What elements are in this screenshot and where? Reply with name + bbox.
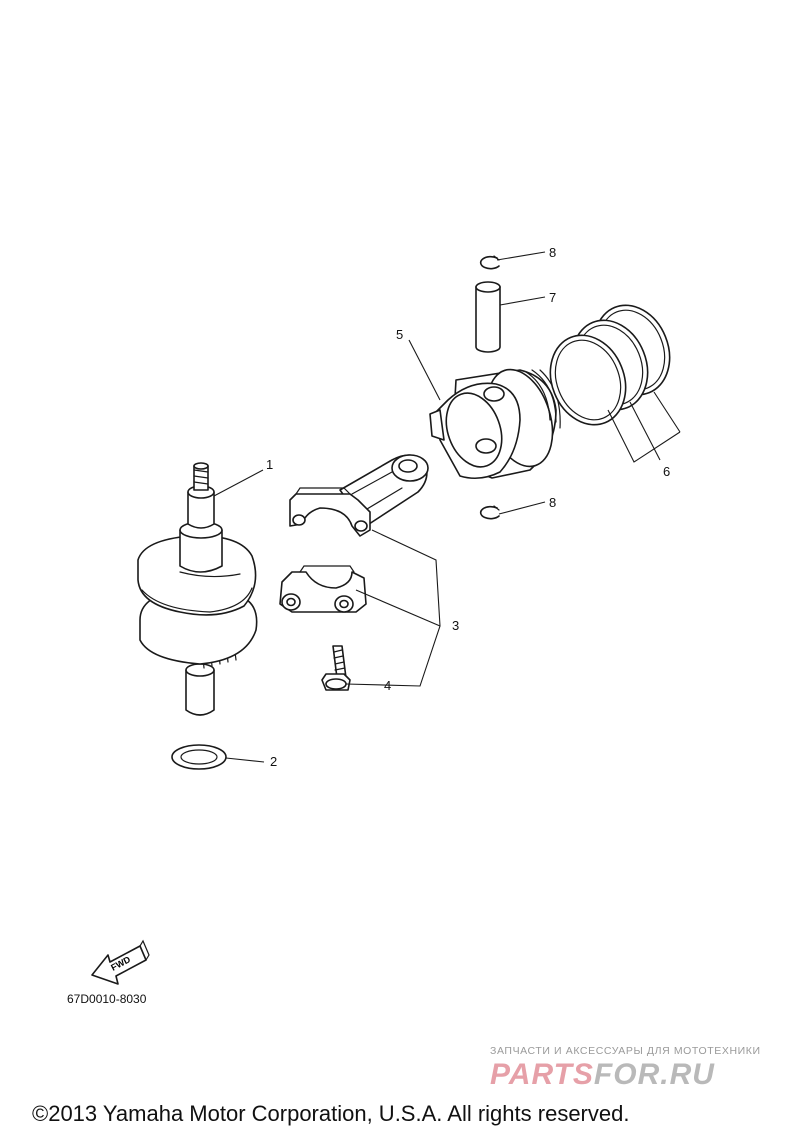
leader-lines xyxy=(213,251,681,763)
piston xyxy=(429,368,561,480)
crankshaft-washer xyxy=(171,744,227,770)
watermark-logo: PARTSFOR.RU xyxy=(490,1058,715,1092)
watermark-logo-part-b: FOR.RU xyxy=(593,1058,715,1091)
piston-rings xyxy=(549,304,671,426)
callout-2: 2 xyxy=(270,754,277,769)
callout-6: 6 xyxy=(663,464,670,479)
callout-labels: 1 2 3 4 5 6 7 8 8 xyxy=(266,245,670,769)
circlip-bottom xyxy=(479,505,500,520)
circlip-top xyxy=(479,255,500,270)
fwd-arrow-icon: FWD xyxy=(91,939,150,985)
callout-4: 4 xyxy=(384,678,391,693)
connecting-rod xyxy=(289,454,429,537)
callout-8-bottom: 8 xyxy=(549,495,556,510)
callout-1: 1 xyxy=(266,457,273,472)
callout-3: 3 xyxy=(452,618,459,633)
diagram-code: 67D0010-8030 xyxy=(67,992,147,1006)
connecting-rod-cap xyxy=(279,565,367,613)
piston-pin xyxy=(475,281,501,353)
callout-7: 7 xyxy=(549,290,556,305)
copyright-notice: ©2013 Yamaha Motor Corporation, U.S.A. A… xyxy=(32,1101,630,1126)
watermark-tagline: ЗАПЧАСТИ И АКСЕССУАРЫ ДЛЯ МОТОТЕХНИКИ xyxy=(490,1045,761,1057)
callout-8-top: 8 xyxy=(549,245,556,260)
callout-5: 5 xyxy=(396,327,403,342)
rod-bolt xyxy=(321,645,351,691)
watermark-logo-part-a: PARTS xyxy=(490,1058,594,1091)
crankshaft xyxy=(137,462,258,716)
